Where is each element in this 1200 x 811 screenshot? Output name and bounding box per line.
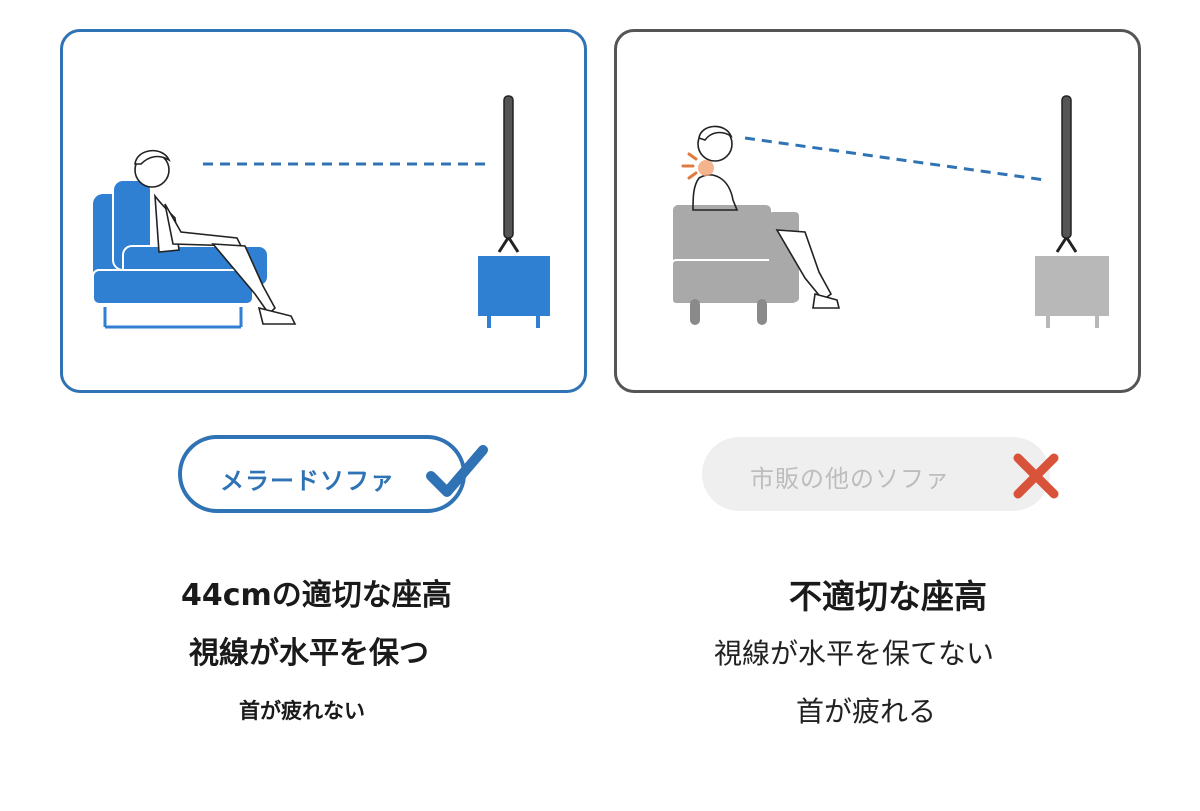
good-point-neck: 首が疲れない [239, 699, 365, 723]
sightline-downward [744, 136, 1046, 182]
armchair-gray [671, 203, 799, 325]
good-scene [92, 95, 550, 329]
person-looking-up [692, 125, 841, 309]
pain-burst-icon [681, 152, 714, 180]
check-icon [426, 445, 488, 497]
bad-product-label: 市販の他のソファ [702, 437, 1050, 511]
bad-illustration-panel [614, 29, 1141, 393]
good-product-name: メラードソファ [220, 467, 395, 495]
tv-on-stand [478, 95, 550, 328]
bad-scene [671, 95, 1109, 328]
good-headline: 44cmの適切な座高 [181, 578, 452, 613]
good-point-sightline: 視線が水平を保つ [189, 636, 429, 671]
cross-icon [1013, 453, 1059, 499]
good-product-label: メラードソファ [178, 435, 466, 513]
tv-on-stand [1035, 95, 1109, 328]
bad-point-sightline: 視線が水平を保てない [714, 637, 995, 670]
bad-product-name: 市販の他のソファ [750, 465, 950, 493]
bad-point-neck: 首が疲れる [796, 695, 937, 728]
good-illustration-panel [60, 29, 587, 393]
bad-headline: 不適切な座高 [789, 577, 987, 616]
person-seated-upright [134, 149, 297, 325]
